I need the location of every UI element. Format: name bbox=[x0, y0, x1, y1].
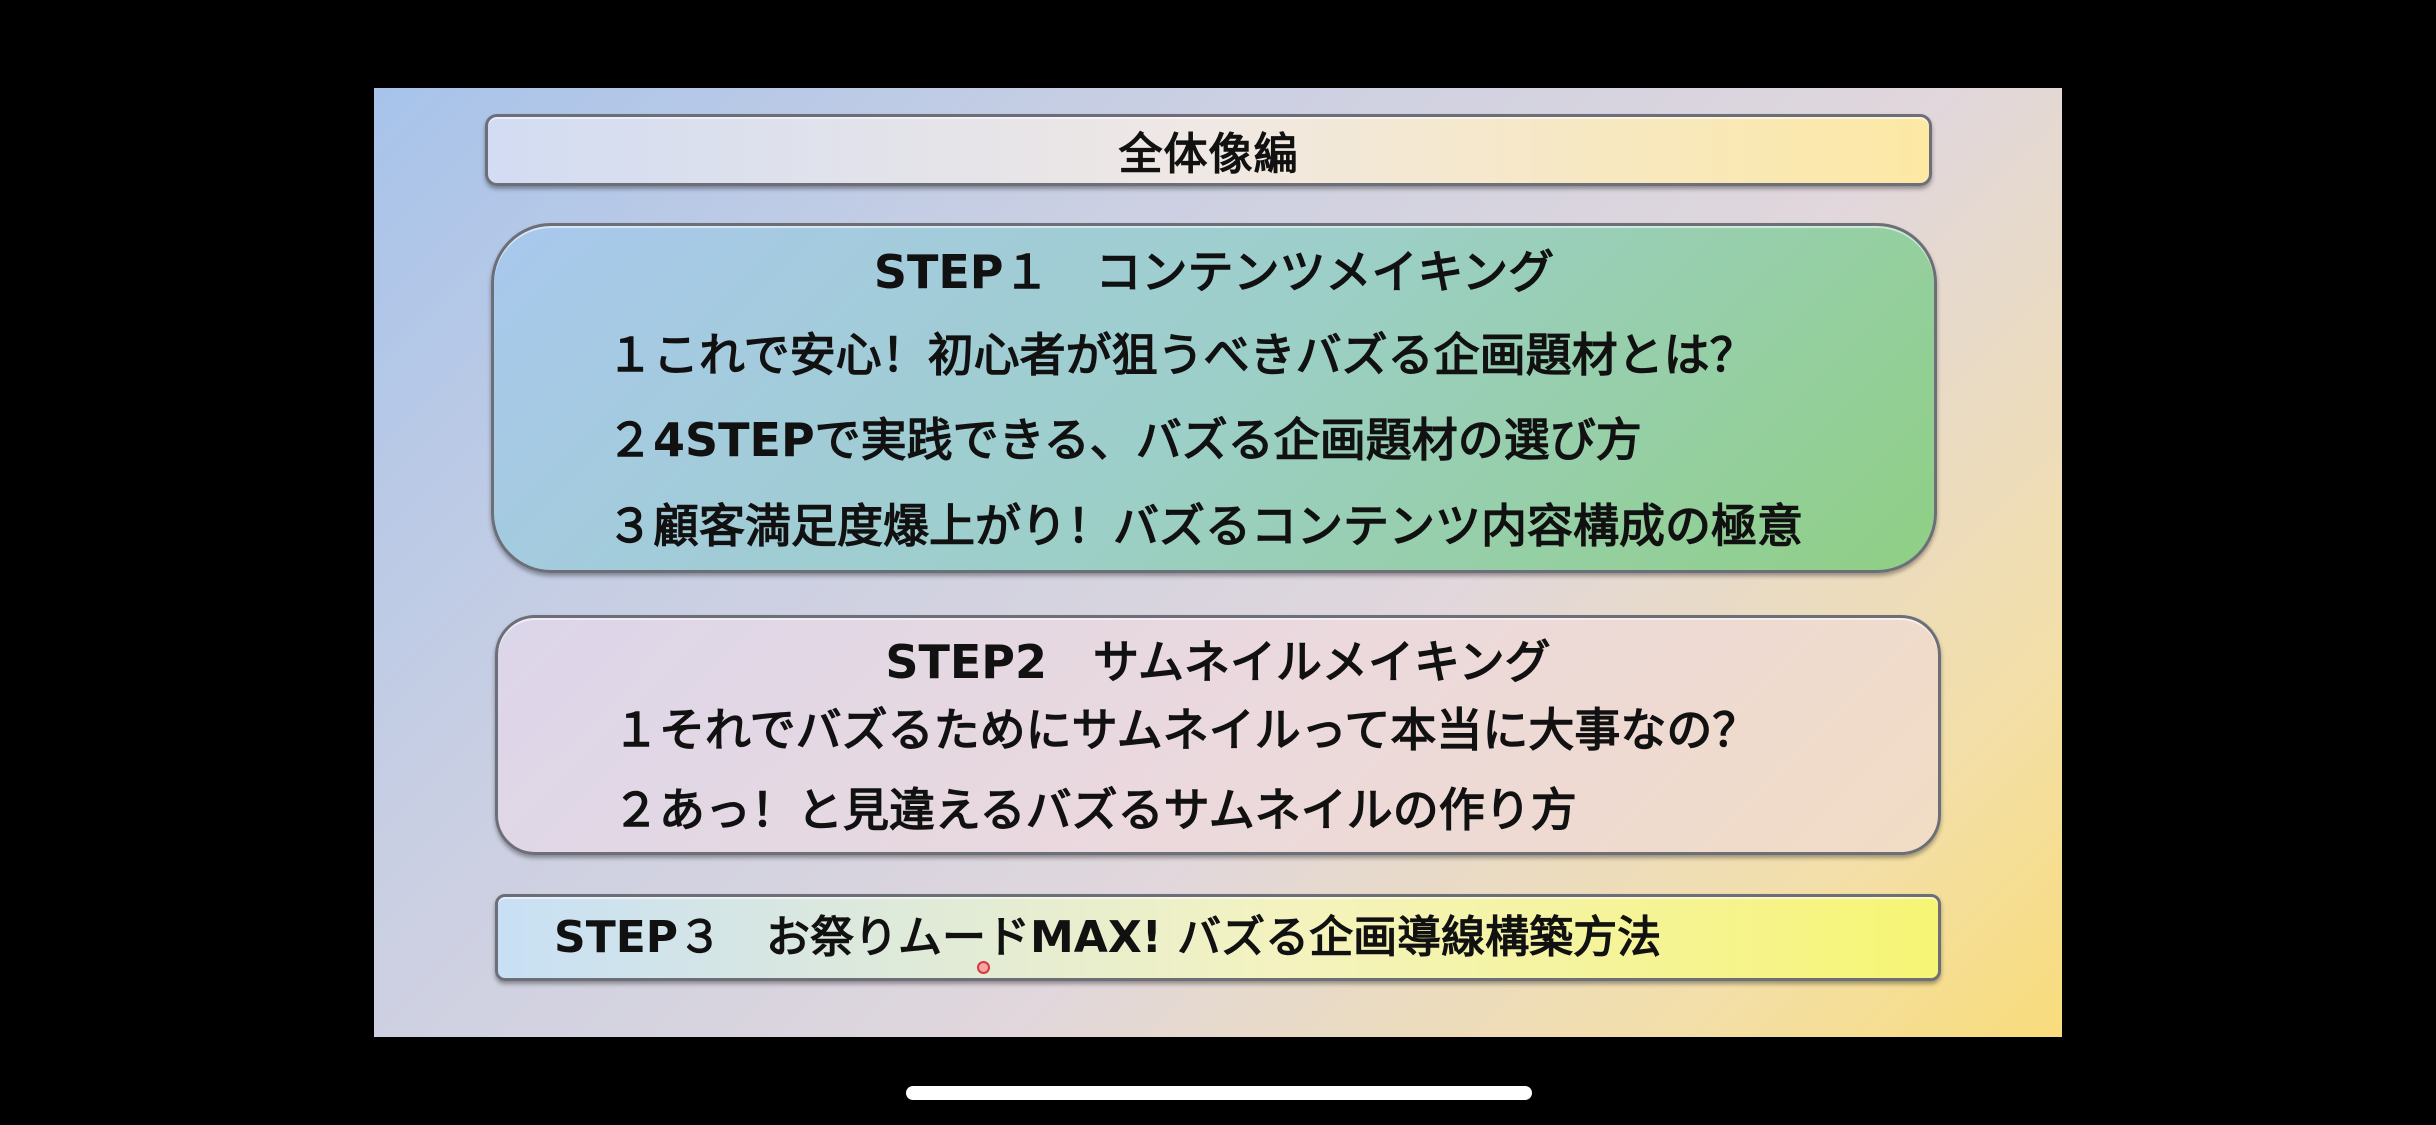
step1-item-1: １これで安心！初心者が狙うべきバズる企画題材とは？ bbox=[607, 328, 1756, 382]
presentation-slide: 全体像編 STEP１ コンテンツメイキング １これで安心！初心者が狙うべきバズる… bbox=[374, 88, 2062, 1037]
step2-item-1: １それでバズるためにサムネイルって本当に大事なの？ bbox=[613, 703, 1759, 757]
step2-item-2: ２あっ！と見違えるバズるサムネイルの作り方 bbox=[613, 783, 1577, 837]
cursor-dot-icon bbox=[977, 961, 990, 974]
slide-title: 全体像編 bbox=[1118, 129, 1299, 180]
slide-title-banner: 全体像編 bbox=[485, 114, 1932, 186]
step3-panel: STEP３ お祭りムードMAX! バズる企画導線構築方法 bbox=[495, 894, 1941, 981]
step2-heading: STEP2 サムネイルメイキング bbox=[885, 635, 1551, 689]
step3-heading: STEP３ お祭りムードMAX! バズる企画導線構築方法 bbox=[554, 912, 1662, 963]
step1-panel: STEP１ コンテンツメイキング １これで安心！初心者が狙うべきバズる企画題材と… bbox=[491, 223, 1937, 573]
home-indicator[interactable] bbox=[906, 1086, 1532, 1100]
step1-heading: STEP１ コンテンツメイキング bbox=[873, 245, 1555, 299]
step2-panel: STEP2 サムネイルメイキング １それでバズるためにサムネイルって本当に大事な… bbox=[495, 615, 1941, 855]
step1-item-2: ２4STEPで実践できる、バズる企画題材の選び方 bbox=[607, 413, 1642, 467]
step1-item-3: ３顧客満足度爆上がり！バズるコンテンツ内容構成の極意 bbox=[607, 499, 1803, 553]
